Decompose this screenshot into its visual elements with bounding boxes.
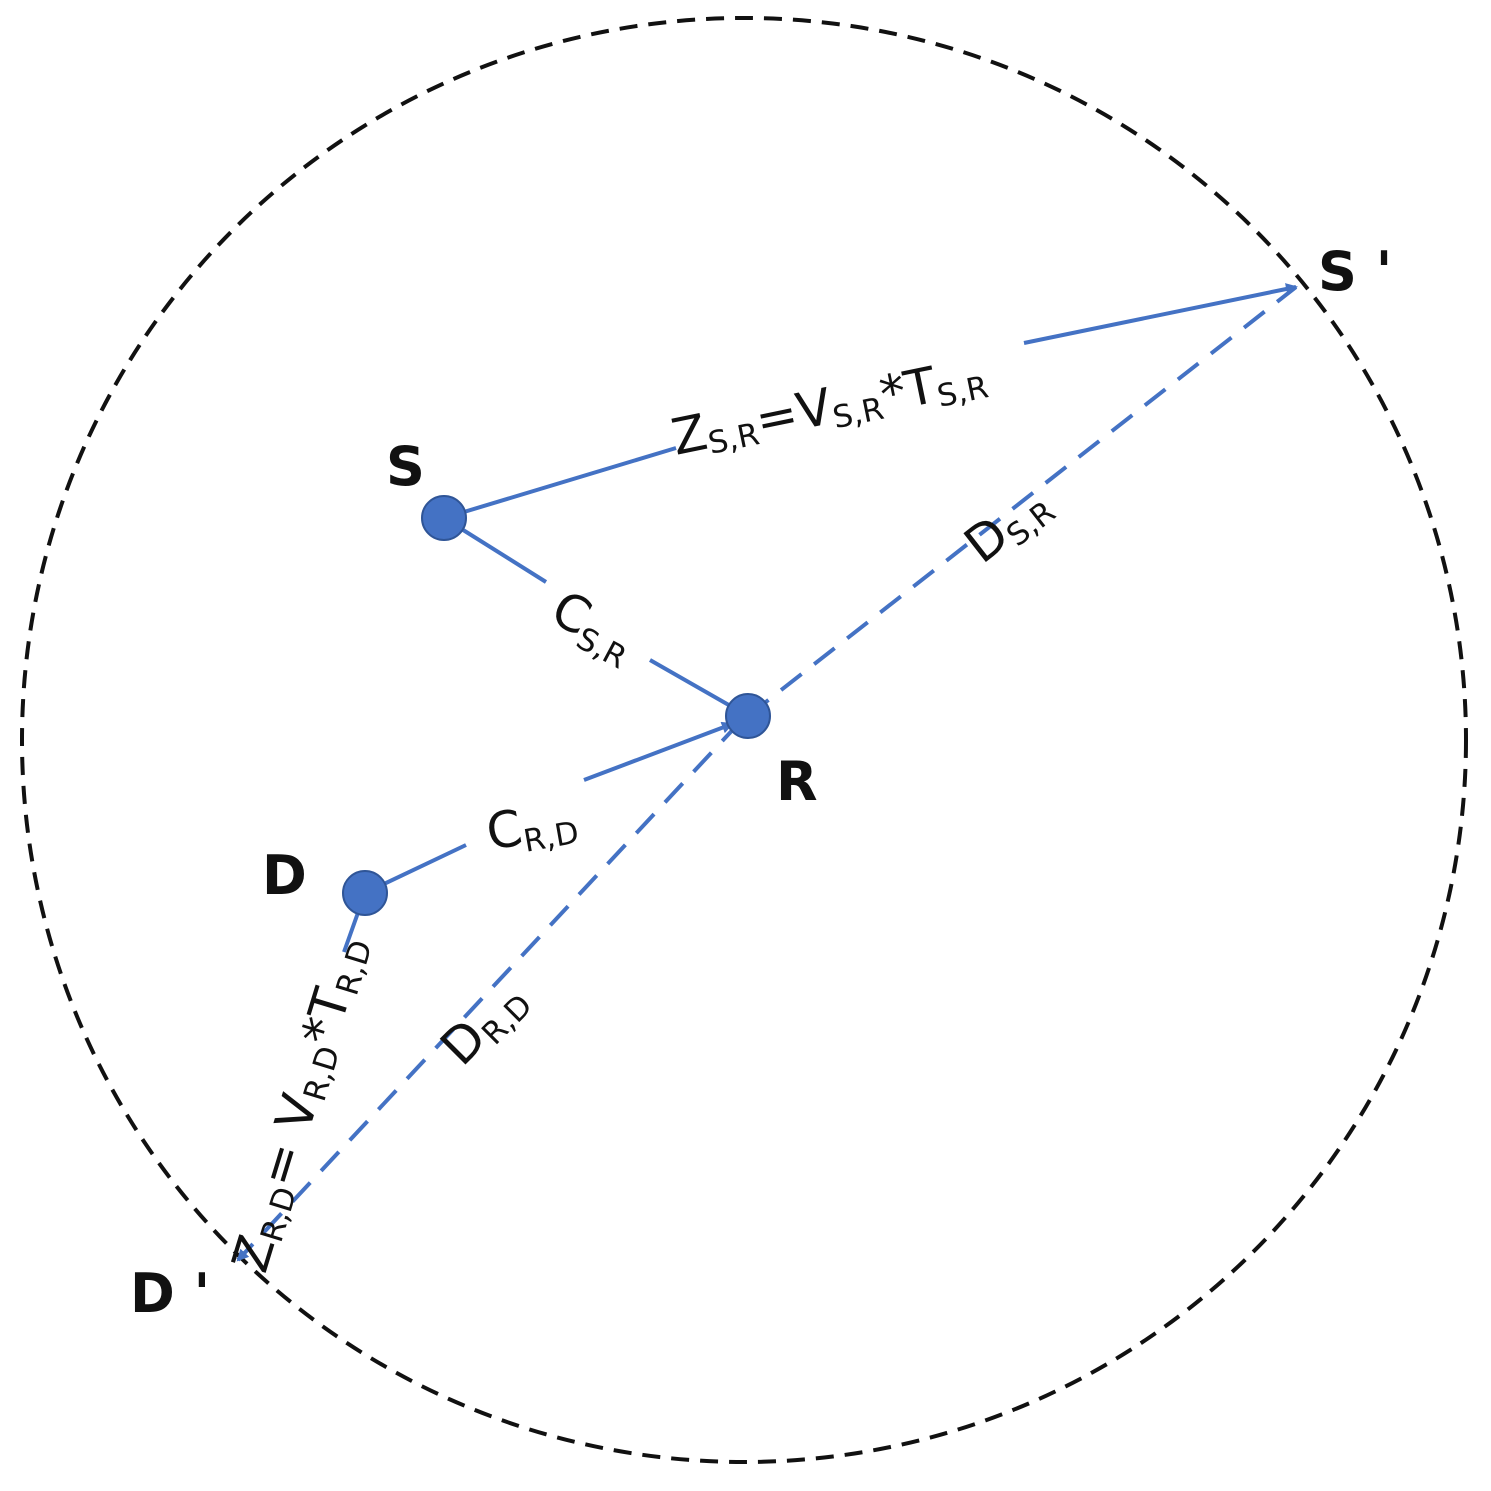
edge-c-rd-part2 xyxy=(583,721,734,782)
node-d-prime-label: D ' xyxy=(130,1262,210,1325)
label-c-rd: CR,D xyxy=(482,789,582,866)
boundary-circle xyxy=(20,16,1468,1464)
node-r-label: R xyxy=(776,750,818,813)
edge-z-sr-part2 xyxy=(1023,283,1298,345)
label-d-sr: DS,R xyxy=(954,474,1063,578)
node-d xyxy=(342,870,388,916)
edge-d-rd xyxy=(236,720,742,1262)
node-s xyxy=(421,495,467,541)
label-z-rd: ZR,D= VR,D*TR,D xyxy=(221,929,380,1279)
label-z-sr: ZS,R=VS,R*TS,R xyxy=(667,346,992,469)
node-d-label: D xyxy=(262,844,307,907)
label-d-rd: DR,D xyxy=(429,969,539,1079)
node-s-prime-label: S ' xyxy=(1318,240,1392,303)
label-c-sr: CS,R xyxy=(540,579,646,676)
node-r xyxy=(725,693,771,739)
edge-z-sr-part1 xyxy=(443,446,677,520)
node-s-label: S xyxy=(386,435,425,498)
edge-d-sr xyxy=(746,285,1298,718)
